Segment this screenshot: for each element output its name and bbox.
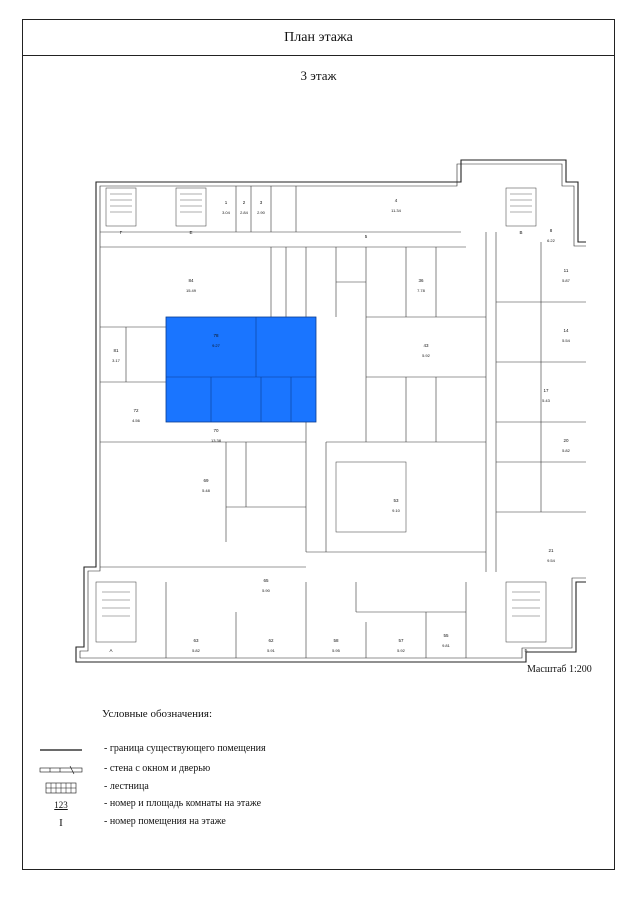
stair-label: Е (189, 230, 192, 235)
drawing-frame: План этажа 3 этаж (22, 19, 615, 870)
room-number-20: 20 (563, 438, 569, 443)
room-number-81: 81 (113, 348, 119, 353)
room-number-72: 72 (133, 408, 139, 413)
room-area-43: 5.92 (422, 353, 431, 358)
room-area-4: 11.34 (391, 208, 401, 213)
room-number-1: 1 (225, 200, 228, 205)
boundary-line-icon (40, 749, 82, 751)
room-area-78: 9.27 (212, 343, 221, 348)
room-number-11: 11 (564, 268, 569, 273)
room-number-5: 5 (365, 234, 368, 239)
room-number-14: 14 (563, 328, 569, 333)
room-number-69: 69 (203, 478, 209, 483)
exterior-walls (75, 159, 592, 663)
room-area-36: 7.78 (417, 288, 426, 293)
floor-label: 3 этаж (300, 68, 337, 83)
legend-wall: - стена с окном и дверью (36, 762, 436, 778)
room-number-58: 58 (333, 638, 339, 643)
legend-room-number: I - номер помещения на этаже (36, 815, 436, 831)
room-area-55: 9.81 (442, 643, 451, 648)
room-area-70: 13.38 (211, 438, 222, 443)
room-area-11: 5.87 (562, 278, 571, 283)
room-number-65: 65 (263, 578, 269, 583)
legend-room-number-area: 123 - номер и площадь комнаты на этаже (36, 797, 436, 813)
room-labels: 13.0422.8432.90411.34586.22115.87145.541… (112, 198, 571, 653)
room-number-57: 57 (398, 638, 404, 643)
room-number-62: 62 (268, 638, 274, 643)
room-number-sample: I (59, 817, 63, 829)
wall-window-door-icon (39, 765, 83, 775)
room-area-81: 3.17 (112, 358, 121, 363)
room-number-21: 21 (548, 548, 554, 553)
room-area-20: 5.82 (562, 448, 571, 453)
room-area-53: 9.10 (392, 508, 401, 513)
room-number-84: 84 (188, 278, 194, 283)
room-number-36: 36 (418, 278, 424, 283)
room-number-4: 4 (395, 198, 398, 203)
legend-text: - стена с окном и дверью (104, 763, 211, 774)
room-area-21: 9.54 (547, 558, 556, 563)
room-area-3: 2.90 (257, 210, 266, 215)
room-area-57: 5.92 (397, 648, 406, 653)
room-area-69: 5.48 (202, 488, 211, 493)
stairs-icon (45, 782, 77, 794)
scale-label: Масштаб 1:200 (527, 664, 592, 675)
stair-label: В (519, 230, 522, 235)
legend-text: - номер и площадь комнаты на этаже (104, 798, 262, 809)
legend-text: - номер помещения на этаже (104, 816, 226, 827)
room-area-72: 4.56 (132, 418, 141, 423)
floor-plan-drawing: 13.0422.8432.90411.34586.22115.87145.541… (75, 159, 592, 663)
room-number-53: 53 (393, 498, 399, 503)
room-number-70: 70 (213, 428, 219, 433)
legend-boundary: - граница существующего помещения (36, 742, 436, 758)
room-area-14: 5.54 (562, 338, 571, 343)
stair-label: А (109, 648, 112, 653)
room-area-58: 5.95 (332, 648, 341, 653)
room-number-43: 43 (423, 343, 429, 348)
stair-labels: Г Е В А Б (109, 230, 527, 653)
room-number-area-sample: 123 (54, 800, 68, 810)
legend-stairs: - лестница (36, 780, 436, 796)
legend-text: - лестница (104, 781, 149, 792)
page-title: План этажа (23, 20, 614, 56)
stairwells (95, 187, 547, 643)
room-number-55: 55 (443, 633, 449, 638)
legend-title: Условные обозначения: (102, 708, 213, 720)
highlighted-rooms (165, 316, 317, 423)
room-area-63: 5.82 (192, 648, 201, 653)
room-area-62: 5.91 (267, 648, 276, 653)
room-area-84: 15.49 (186, 288, 197, 293)
room-area-2: 2.84 (240, 210, 249, 215)
room-number-63: 63 (193, 638, 199, 643)
room-area-8: 6.22 (547, 238, 556, 243)
room-number-17: 17 (543, 388, 549, 393)
room-number-78: 78 (213, 333, 219, 338)
room-area-1: 3.04 (222, 210, 231, 215)
room-area-17: 5.43 (542, 398, 551, 403)
room-number-8: 8 (550, 228, 553, 233)
room-number-2: 2 (243, 200, 246, 205)
room-area-65: 5.90 (262, 588, 271, 593)
room-number-3: 3 (260, 200, 263, 205)
highlighted-room-walls (166, 317, 316, 422)
stair-label: Г (120, 230, 123, 235)
stair-label: Б (525, 648, 528, 653)
stair-treads (102, 193, 540, 617)
legend-text: - граница существующего помещения (104, 743, 266, 754)
